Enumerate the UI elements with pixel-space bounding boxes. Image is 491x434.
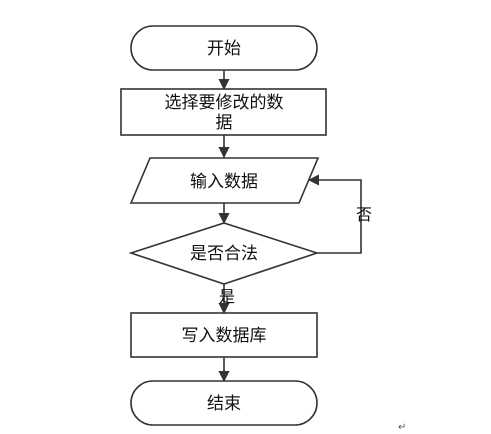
no-label: 否 [356,205,372,224]
input-data-label: 输入数据 [190,172,258,192]
select-data-label-line1: 选择要修改的数 [165,93,284,113]
yes-label: 是 [219,287,235,306]
start-node: 开始 [130,25,318,71]
end-node: 结束 [130,380,318,426]
write-database-node: 写入数据库 [130,312,318,358]
write-database-label: 写入数据库 [182,326,267,346]
select-data-label-line2: 据 [216,113,233,133]
validity-check-label: 是否合法 [190,244,258,264]
end-label: 结束 [207,394,241,414]
paragraph-mark: ↵ [398,422,406,433]
input-data-node: 输入数据 [129,157,320,204]
start-label: 开始 [207,39,241,59]
validity-check-node: 是否合法 [128,222,320,285]
arrow-check-no-loop [307,174,362,254]
select-data-node: 选择要修改的数 据 [120,88,327,136]
